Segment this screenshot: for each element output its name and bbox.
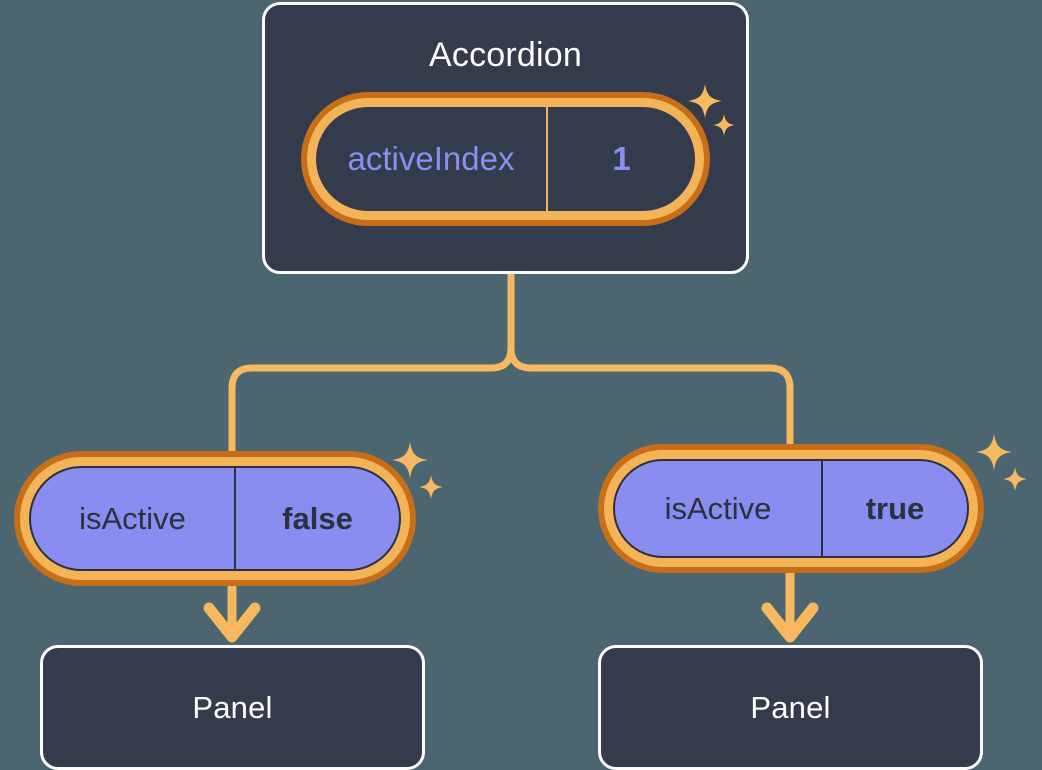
prop-pill-body: isActive false	[29, 466, 401, 571]
prop-pill-body: isActive true	[613, 459, 969, 558]
state-pill-active-index[interactable]: activeIndex 1	[307, 98, 704, 220]
prop-pill-is-active-true[interactable]: isActive true	[604, 450, 978, 567]
prop-value-label: false	[282, 500, 353, 536]
state-value-label: 1	[612, 140, 631, 177]
sparkle-small-icon	[419, 475, 443, 499]
prop-key-label: isActive	[615, 461, 823, 556]
state-key-label: activeIndex	[316, 107, 548, 211]
prop-key-label: isActive	[31, 468, 236, 569]
sparkle-large-icon	[392, 442, 428, 478]
panel-component-right[interactable]: Panel	[598, 645, 983, 770]
prop-value-label: true	[865, 490, 925, 526]
panel-title-left: Panel	[192, 690, 273, 725]
panel-component-left[interactable]: Panel	[40, 645, 425, 770]
prop-pill-is-active-false[interactable]: isActive false	[20, 457, 410, 580]
accordion-to-panels-connector	[228, 270, 794, 456]
accordion-title: Accordion	[429, 36, 582, 74]
state-pill-body: activeIndex 1	[316, 107, 695, 211]
prop-to-panel-arrow-right	[761, 567, 819, 643]
sparkle-small-icon	[1003, 467, 1027, 491]
panel-title-right: Panel	[750, 690, 831, 725]
prop-to-panel-arrow-left	[203, 580, 261, 643]
sparkle-large-icon	[976, 434, 1012, 470]
